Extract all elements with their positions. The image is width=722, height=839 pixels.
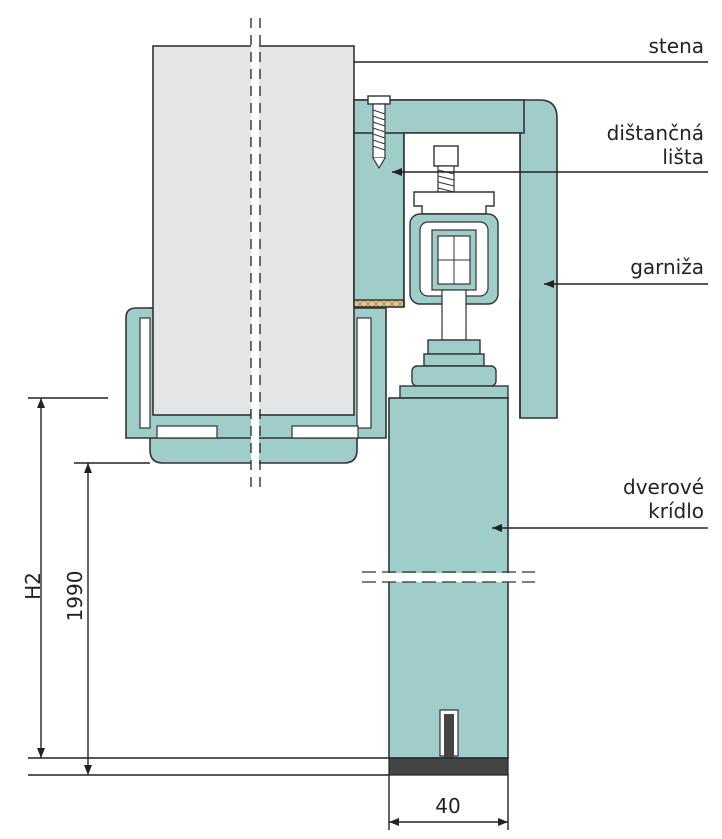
label-distancna-lista-2: lišta <box>662 145 704 169</box>
label-dverove-kridlo-1: dverové <box>623 475 704 499</box>
dimension-1990 <box>74 462 150 775</box>
dimension-40 <box>388 775 509 830</box>
label-stena: stena <box>649 34 705 58</box>
wall <box>152 18 355 490</box>
hanger-bolt <box>399 145 509 399</box>
label-distancna-lista-1: dištančná <box>607 121 704 145</box>
screw <box>367 95 391 170</box>
label-dverove-kridlo-2: krídlo <box>648 499 704 523</box>
label-garniza: garniža <box>630 255 704 279</box>
door-leaf <box>362 397 535 759</box>
dimension-h2 <box>28 397 108 758</box>
floor-guide <box>388 757 509 776</box>
dimension-h2-label: H2 <box>21 572 45 600</box>
dimension-40-label: 40 <box>435 794 460 818</box>
leader-lines <box>354 61 708 532</box>
dimension-1990-label: 1990 <box>63 571 87 622</box>
